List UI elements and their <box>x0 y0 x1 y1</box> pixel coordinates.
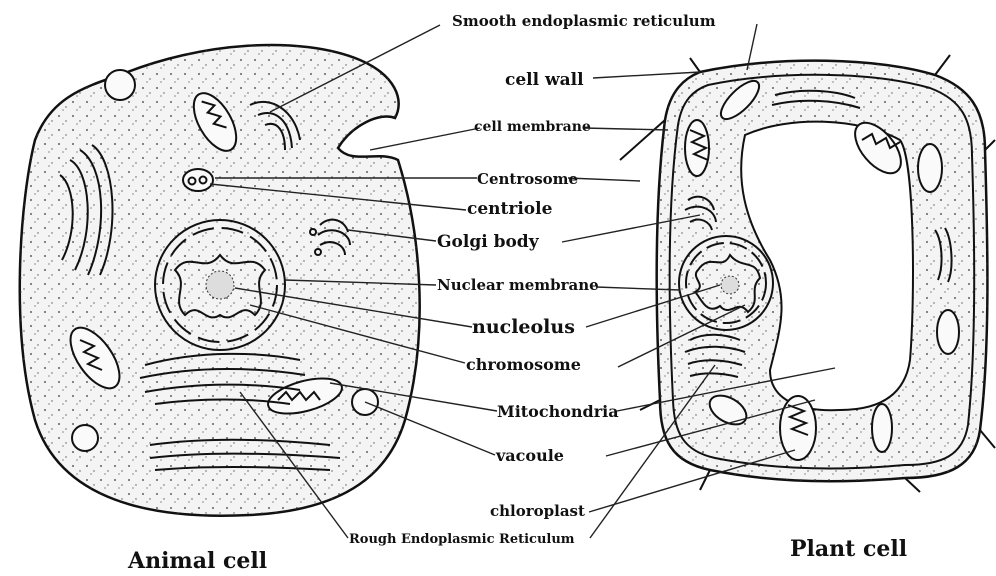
label-vacuole: vacoule <box>495 446 564 465</box>
animal-vacuole <box>72 425 98 451</box>
label-smooth-er: Smooth endoplasmic reticulum <box>452 12 716 30</box>
plant-cell <box>620 55 995 492</box>
label-animal-cell: Animal cell <box>127 548 267 574</box>
label-cell-wall: cell wall <box>505 70 584 90</box>
label-centriole: centriole <box>467 199 553 219</box>
label-chloroplast: chloroplast <box>490 502 585 520</box>
animal-cell <box>20 45 420 516</box>
label-centrosome: Centrosome <box>477 170 578 188</box>
label-mitochondria: Mitochondria <box>497 402 619 421</box>
label-golgi-body: Golgi body <box>437 232 540 252</box>
label-nuclear-membrane: Nuclear membrane <box>437 276 599 294</box>
plant-chloroplast <box>685 120 709 176</box>
label-plant-cell: Plant cell <box>790 536 907 562</box>
animal-vacuole <box>105 70 135 100</box>
plant-chloroplast <box>918 144 942 192</box>
plant-chloroplast <box>780 396 816 460</box>
label-nucleolus: nucleolus <box>472 316 575 338</box>
animal-nucleolus <box>206 271 234 299</box>
label-rough-er: Rough Endoplasmic Reticulum <box>349 532 575 547</box>
label-cell-membrane: cell membrane <box>474 119 591 135</box>
plant-chloroplast <box>937 310 959 354</box>
plant-mitochondrion <box>872 404 892 452</box>
label-chromosome: chromosome <box>466 355 581 374</box>
animal-centrosome <box>183 169 213 191</box>
